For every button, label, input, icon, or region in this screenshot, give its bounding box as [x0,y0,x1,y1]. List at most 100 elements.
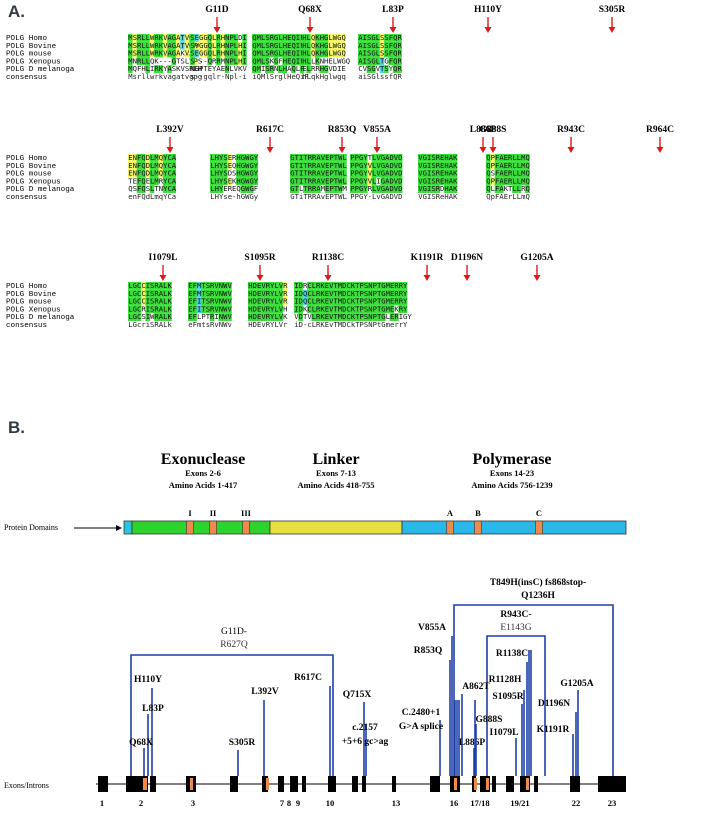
residue: A [159,297,164,306]
residue: V [418,176,423,185]
residue-shade [167,65,172,73]
residue: A [385,192,390,201]
residue: W [245,161,250,170]
residue-shade [307,161,312,170]
residue: P [491,161,495,170]
residue: N [219,289,223,298]
residue-shade [154,49,159,58]
residue-shade [244,161,250,170]
residue-shade [392,34,398,42]
residue-shade [205,297,210,306]
mutation-arrow-head [479,147,487,153]
residue: H [221,33,225,42]
residue: G [381,304,385,313]
residue-shade [136,161,142,170]
residue-shade [507,154,513,162]
residue-shade [384,154,390,162]
residue-shade [315,34,320,42]
residue: D [342,320,346,329]
residue-shade [265,49,270,58]
residue: H [444,176,448,185]
residue: R [397,49,402,58]
residue-shade [320,169,325,178]
mutation-label: G888S [476,715,503,725]
residue: H [283,304,287,313]
residue: R [154,289,159,298]
mutation-label: L886P [459,738,486,748]
residue: L [512,161,516,170]
residue-shade [311,305,316,314]
residue: L [512,176,516,185]
residue: R [316,289,321,298]
mutation-label: S1095R [492,692,523,702]
residue: H [283,49,287,58]
residue-shade [167,169,172,178]
exon-block [150,776,156,792]
residue: E [257,304,261,313]
residue: S [265,33,269,42]
species-label: POLG Homo [6,35,47,43]
residue: Y [363,153,368,162]
residue-shade [328,289,334,298]
residue-shade [128,34,133,42]
mutation-arrow-head [656,147,664,153]
residue: E [257,320,261,329]
residue-shade [320,313,325,321]
residue: R [312,176,317,185]
residue: D [253,304,257,313]
residue: t [377,320,381,329]
residue: F [137,176,141,185]
residue: E [440,153,444,162]
residue: F [137,161,141,170]
residue: N [133,153,137,162]
residue: L [150,192,154,201]
mutation-arrow-head [256,275,264,281]
residue: C [137,297,141,306]
residue-shade [329,161,334,170]
residue: L [517,161,521,170]
residue: A [316,192,321,201]
residue: R [266,297,271,306]
residue: C [307,289,311,298]
residue-shade [337,297,343,306]
residue: T [380,64,385,73]
residue: L [128,297,132,306]
residue: T [181,41,186,50]
residue: Q [128,184,132,193]
residue: M [221,56,226,65]
residue-shade [402,297,408,306]
residue: Q [486,161,490,170]
residue: H [444,169,448,178]
residue: L [307,64,311,73]
residue: T [203,64,208,73]
residue: H [248,304,252,313]
residue-shade [333,305,338,314]
residue-shade [499,161,504,170]
residue-shade [358,177,364,186]
residue: T [355,304,360,313]
residue: h [236,192,240,201]
residue: S [133,33,137,42]
residue-shade [367,313,373,321]
residue: g [198,72,202,81]
residue-shade [162,313,168,321]
residue: W [333,41,338,50]
mutation-arrow-head [608,27,616,33]
residue: P [329,176,333,185]
residue: H [444,192,448,201]
protein-domains-label: Protein Domains [4,523,58,532]
exonuclease-exons: Exons 2-6 [185,468,221,478]
residue: e [291,72,295,81]
residue: D [398,153,402,162]
residue: L [210,176,214,185]
residue-shade [162,282,168,290]
residue: F [193,320,197,329]
residue-shade [371,49,376,58]
residue: E [287,56,291,65]
residue-shade [320,177,325,186]
mutation-label: Q715X [343,690,372,700]
residue-shade [162,41,168,50]
residue: G [290,169,294,178]
residue: K [167,304,172,313]
